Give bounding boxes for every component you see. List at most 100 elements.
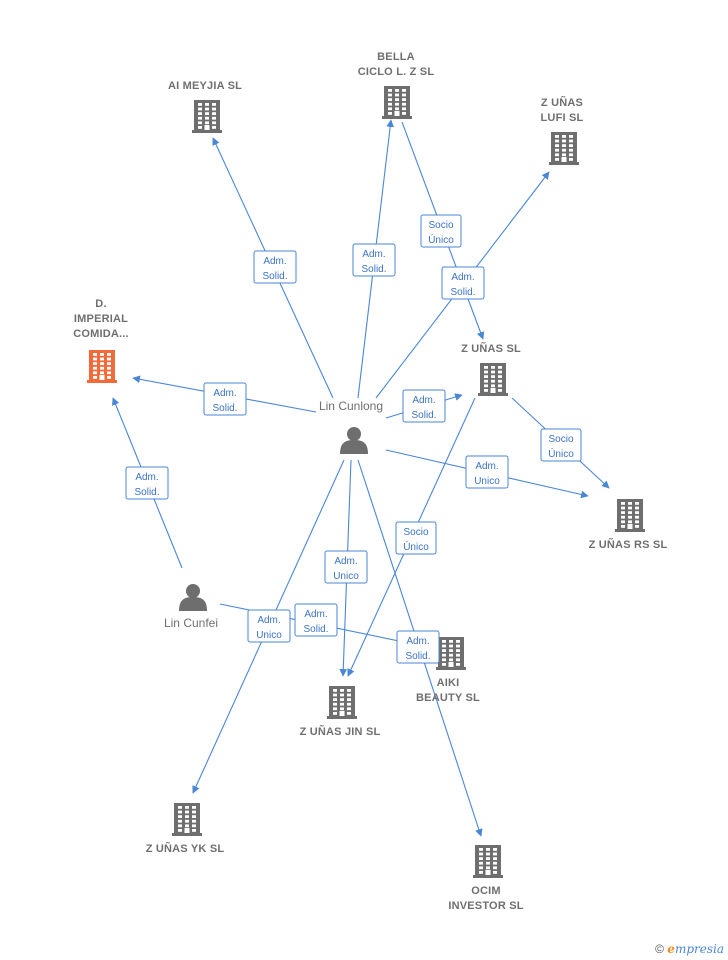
- building-icon: [382, 86, 412, 119]
- node-label: AI MEYJIA SL: [168, 80, 242, 92]
- edge-label-box: [125, 466, 169, 500]
- node-label: INVESTOR SL: [448, 900, 523, 912]
- edge-label-text: Socio: [428, 220, 453, 231]
- brand-logo: empresia: [667, 942, 724, 956]
- edge-label-text: Único: [428, 233, 454, 246]
- edge-label-text: Adm.: [257, 615, 280, 626]
- edge-label-text: Unico: [474, 476, 500, 487]
- edge-label-text: Adm.: [412, 395, 435, 406]
- building-icon: [87, 350, 117, 383]
- edge-label-text: Solid.: [450, 287, 475, 298]
- node-aiki[interactable]: AIKI BEAUTY SL: [416, 637, 480, 704]
- edge-label-box: [253, 250, 297, 284]
- edge-label-lincunlong-zunasjin[interactable]: Adm. Unico: [324, 550, 368, 584]
- edge-label-text: Adm.: [263, 256, 286, 267]
- edge-label-text: Solid.: [134, 487, 159, 498]
- edge-label-box: [402, 389, 446, 423]
- edge-labels-layer: Adm.Solid.Adm.Solid.Adm.Solid.SocioÚnico…: [125, 214, 582, 664]
- node-label: CICLO L. Z SL: [358, 66, 435, 78]
- edge-label-text: Socio: [403, 527, 428, 538]
- edge-label-text: Único: [548, 447, 574, 460]
- building-icon: [327, 686, 357, 719]
- edge-label-text: Adm.: [304, 609, 327, 620]
- node-lincunfei[interactable]: Lin Cunfei: [164, 584, 218, 630]
- node-label: Z UÑAS: [541, 96, 583, 109]
- building-icon: [192, 100, 222, 133]
- edge-label-lincunlong-zunasrs[interactable]: Adm. Unico: [465, 455, 509, 489]
- edge-label-lincunlong-ocim[interactable]: Adm.Solid.: [396, 630, 440, 664]
- edge-label-lincunlong-dimperial[interactable]: Adm. Solid.: [203, 382, 247, 416]
- edge-label-lincunlong-bella[interactable]: Adm.Solid.: [352, 243, 396, 277]
- edge-label-box: [247, 609, 291, 643]
- edge-label-text: Unico: [256, 630, 282, 641]
- edge-label-lincunfei-aiki[interactable]: Adm. Solid.: [294, 603, 338, 637]
- footer-brand[interactable]: © empresia: [655, 942, 724, 956]
- node-label: Lin Cunlong: [319, 399, 383, 413]
- edge-label-box: [396, 630, 440, 664]
- edge-label-text: Solid.: [411, 410, 436, 421]
- nodes-layer: AI MEYJIA SL BELLA CICLO L. Z SL Z UÑAS LUFI…: [73, 51, 667, 912]
- edge-label-lincunlong-zunaslufi[interactable]: Adm. Solid.: [441, 266, 485, 300]
- edge-label-text: Único: [403, 540, 429, 553]
- edge-label-text: Solid.: [212, 403, 237, 414]
- edge-label-box: [203, 382, 247, 416]
- building-icon: [549, 132, 579, 165]
- edge-label-text: Solid.: [405, 651, 430, 662]
- edge-label-text: Adm.: [213, 388, 236, 399]
- node-zunasyk[interactable]: Z UÑAS YK SL: [146, 803, 225, 855]
- node-label: BEAUTY SL: [416, 692, 480, 704]
- node-zunasrs[interactable]: Z UÑAS RS SL: [589, 499, 668, 551]
- edge-label-box: [465, 455, 509, 489]
- node-lincunlong[interactable]: Lin Cunlong: [319, 399, 383, 454]
- edge-label-box: [441, 266, 485, 300]
- edge-label-lincunlong-zunasyk[interactable]: Adm. Unico: [247, 609, 291, 643]
- node-label: BELLA: [377, 51, 415, 63]
- edge-label-text: Socio: [548, 434, 573, 445]
- node-label: IMPERIAL: [74, 313, 128, 325]
- node-label: LUFI SL: [541, 112, 584, 124]
- node-dimperial[interactable]: D. IMPERIAL COMIDA...: [73, 298, 129, 383]
- node-label: Z UÑAS RS SL: [589, 538, 668, 551]
- person-icon: [340, 427, 368, 454]
- node-zunasjin[interactable]: Z UÑAS JIN SL: [300, 686, 381, 738]
- node-label: D.: [95, 298, 106, 310]
- node-aimeyjia[interactable]: AI MEYJIA SL: [168, 80, 242, 133]
- copyright-symbol: ©: [655, 942, 664, 956]
- edge-label-text: Solid.: [303, 624, 328, 635]
- edge-label-text: Adm.: [451, 272, 474, 283]
- edge-label-text: Solid.: [361, 264, 386, 275]
- edge-label-text: Adm.: [475, 461, 498, 472]
- building-icon: [436, 637, 466, 670]
- edge-label-lincunlong-aimeyjia[interactable]: Adm. Solid.: [253, 250, 297, 284]
- edge-label-text: Unico: [333, 571, 359, 582]
- edge-label-text: Solid.: [262, 271, 287, 282]
- building-icon: [478, 363, 508, 396]
- node-label: AIKI: [437, 677, 460, 689]
- edge-label-box: [352, 243, 396, 277]
- node-label: Z UÑAS YK SL: [146, 842, 225, 855]
- building-icon: [172, 803, 202, 836]
- node-bella[interactable]: BELLA CICLO L. Z SL: [358, 51, 435, 119]
- edge-label-lincunlong-zunas[interactable]: Adm. Solid.: [402, 389, 446, 423]
- building-icon: [473, 845, 503, 878]
- node-zunas[interactable]: Z UÑAS SL: [461, 342, 521, 396]
- edge-label-lincunfei-dimperial[interactable]: Adm. Solid.: [125, 466, 169, 500]
- edge-label-box: [420, 214, 462, 248]
- edge-label-box: [294, 603, 338, 637]
- building-icon: [615, 499, 645, 532]
- edge-label-text: Adm.: [334, 556, 357, 567]
- node-label: Z UÑAS SL: [461, 342, 521, 355]
- node-label: Lin Cunfei: [164, 616, 218, 630]
- node-ocim[interactable]: OCIM INVESTOR SL: [448, 845, 524, 912]
- person-icon: [179, 584, 207, 611]
- edge-label-text: Adm.: [135, 472, 158, 483]
- edge-label-box: [540, 428, 582, 462]
- node-zunaslufi[interactable]: Z UÑAS LUFI SL: [541, 96, 584, 165]
- edge-label-box: [324, 550, 368, 584]
- node-label: OCIM: [471, 885, 501, 897]
- node-label: COMIDA...: [73, 328, 129, 340]
